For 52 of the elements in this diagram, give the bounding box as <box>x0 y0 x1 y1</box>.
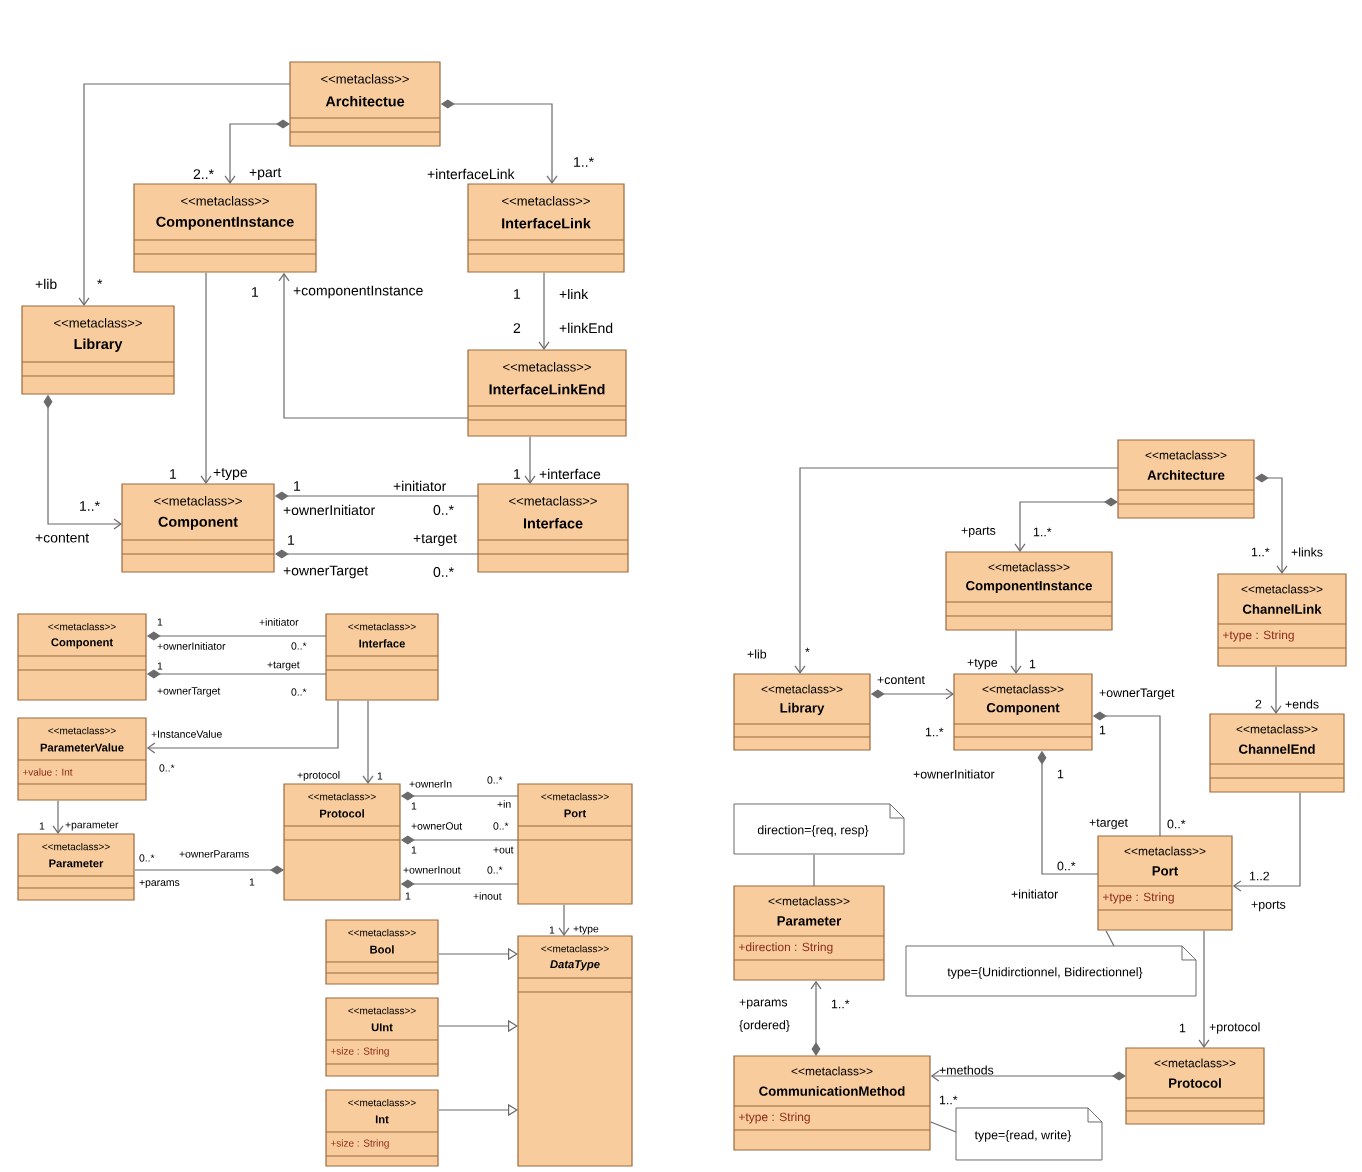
association-line <box>794 467 1119 674</box>
class-box <box>733 1055 931 1151</box>
association-line <box>362 700 374 784</box>
association-line <box>200 272 212 484</box>
association-line <box>52 800 64 834</box>
association-line <box>278 272 469 419</box>
class-box <box>325 1089 439 1167</box>
class-box <box>517 783 633 905</box>
class-box <box>477 483 629 573</box>
association-line <box>1014 497 1118 552</box>
class-box <box>1117 439 1255 519</box>
association-line <box>224 119 290 184</box>
class-box <box>133 183 317 273</box>
class-box <box>517 935 633 1167</box>
class-box <box>17 613 147 701</box>
association-line <box>1270 666 1282 714</box>
association-line <box>524 436 536 484</box>
association-line <box>78 83 291 306</box>
class-box <box>325 919 439 985</box>
class-box <box>121 483 275 573</box>
class-box <box>733 885 885 981</box>
association-line <box>810 980 822 1056</box>
class-box <box>953 673 1093 751</box>
class-box <box>17 833 135 901</box>
class-box <box>1097 835 1233 931</box>
class-box <box>467 349 627 437</box>
class-box <box>1217 573 1347 667</box>
association-line <box>1232 792 1301 892</box>
class-box <box>467 183 625 273</box>
association-line <box>1105 930 1115 947</box>
association-line <box>538 272 550 350</box>
association-line <box>930 1121 957 1133</box>
association-line <box>134 865 284 875</box>
note-box <box>905 945 1197 997</box>
association-line <box>813 854 815 887</box>
association-line <box>1198 930 1210 1048</box>
class-box <box>945 551 1113 631</box>
class-box <box>21 305 175 395</box>
association-line <box>146 700 339 754</box>
class-box <box>325 613 439 701</box>
class-box <box>733 673 871 751</box>
association-line <box>558 904 570 936</box>
association-line <box>1010 630 1022 674</box>
class-box <box>1209 713 1345 793</box>
class-box <box>283 783 401 901</box>
note-box <box>955 1107 1103 1161</box>
class-box <box>325 997 439 1077</box>
note-box <box>733 803 905 855</box>
class-box <box>1125 1047 1265 1125</box>
association-line <box>930 1070 1126 1082</box>
class-box <box>17 717 147 801</box>
class-box <box>289 61 441 147</box>
